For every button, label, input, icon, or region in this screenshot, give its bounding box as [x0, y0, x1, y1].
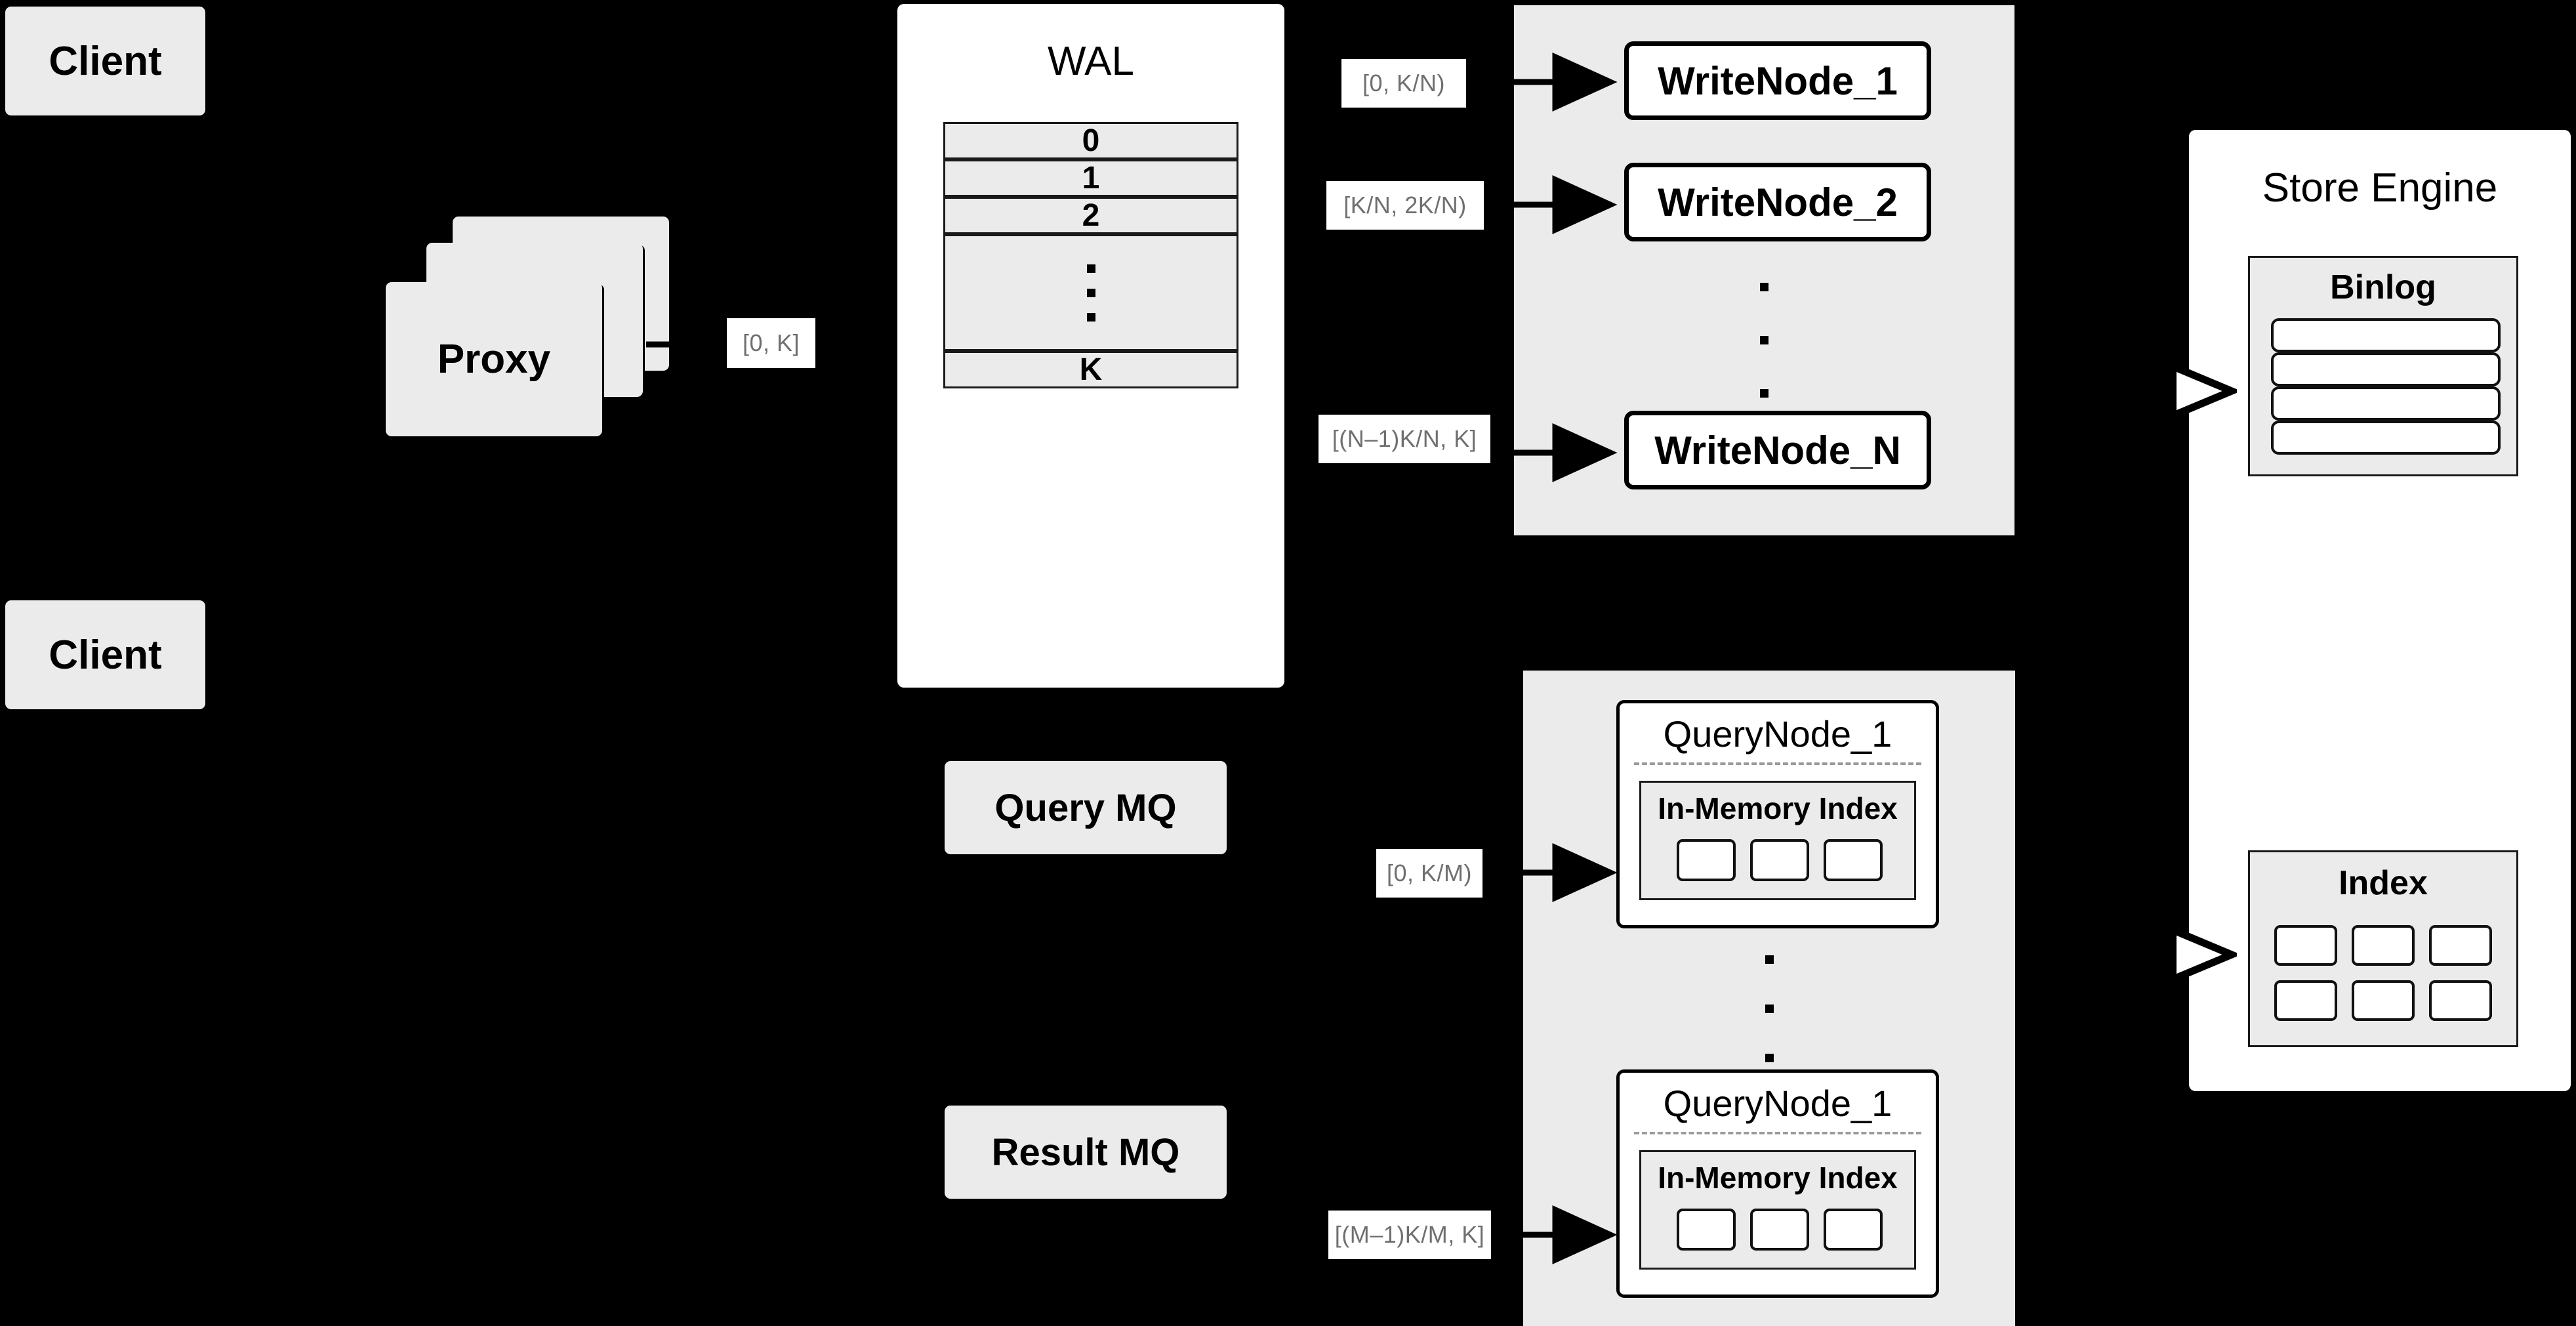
index-segments — [1658, 839, 1901, 881]
ellipsis-dot — [1086, 288, 1095, 297]
wal-row: K — [943, 351, 1238, 388]
proxy-output-range-label: [0, K] — [727, 318, 815, 368]
ellipsis-dot — [1765, 1053, 1774, 1062]
query-node-divider — [1634, 1132, 1921, 1134]
binlog-bar[interactable] — [2271, 318, 2501, 352]
write-node-1[interactable]: WriteNode_1 — [1624, 41, 1931, 120]
binlog-bar[interactable] — [2271, 352, 2501, 386]
wal-ellipsis-dots — [945, 236, 1237, 349]
binlog-bar[interactable] — [2271, 386, 2501, 421]
store-engine-panel: Store Engine Binlog Index — [2189, 130, 2571, 1091]
write-node-label: WriteNode_1 — [1658, 58, 1898, 103]
write-node-2[interactable]: WriteNode_2 — [1624, 163, 1931, 241]
ellipsis-dot — [1765, 1004, 1774, 1013]
in-memory-index-title: In-Memory Index — [1658, 791, 1898, 825]
index-segment[interactable] — [1750, 1209, 1809, 1251]
index-cell[interactable] — [2352, 980, 2415, 1021]
wal-row: 0 — [943, 122, 1238, 159]
index-cell[interactable] — [2352, 925, 2415, 966]
index-cell[interactable] — [2274, 925, 2337, 966]
proxy-box[interactable]: Proxy — [386, 282, 602, 436]
index-segment[interactable] — [1824, 1209, 1883, 1251]
in-memory-index-box: In-Memory Index — [1639, 781, 1916, 900]
index-cell[interactable] — [2429, 925, 2492, 966]
index-cell-grid — [2274, 917, 2493, 1029]
index-segment[interactable] — [1677, 839, 1736, 881]
query-node-divider — [1634, 762, 1921, 765]
ellipsis-dot — [1086, 312, 1095, 321]
in-memory-index-title: In-Memory Index — [1658, 1161, 1898, 1195]
writenode-range-label-n: [(N–1)K/N, K] — [1319, 415, 1490, 463]
index-cell[interactable] — [2274, 980, 2337, 1021]
querynode-range-label-m: [(M–1)K/M, K] — [1328, 1211, 1491, 1259]
ellipsis-dot — [1760, 335, 1768, 344]
client-box-1[interactable]: Client — [5, 7, 205, 115]
query-node-1[interactable]: QueryNode_1 In-Memory Index — [1616, 700, 1939, 928]
wal-title: WAL — [1047, 38, 1135, 84]
binlog-bar[interactable] — [2271, 421, 2501, 455]
in-memory-index-box: In-Memory Index — [1639, 1150, 1916, 1270]
ellipsis-dot — [1760, 388, 1768, 398]
write-node-n[interactable]: WriteNode_N — [1624, 411, 1931, 489]
client-label: Client — [49, 632, 162, 678]
ellipsis-dot — [1086, 264, 1095, 273]
index-title: Index — [2339, 864, 2428, 902]
index-segment[interactable] — [1677, 1209, 1736, 1251]
wal-row: 2 — [943, 197, 1238, 234]
index-box: Index — [2248, 850, 2518, 1047]
query-node-title: QueryNode_1 — [1663, 713, 1892, 755]
write-node-ellipsis — [1514, 274, 2014, 405]
write-node-label: WriteNode_2 — [1658, 180, 1898, 224]
wal-row-ellipsis — [943, 234, 1238, 351]
ellipsis-dot — [1760, 282, 1768, 291]
write-node-label: WriteNode_N — [1654, 428, 1901, 472]
writenode-range-label-2: [K/N, 2K/N) — [1326, 181, 1484, 230]
binlog-box: Binlog — [2248, 256, 2518, 476]
ellipsis-dot — [1765, 955, 1774, 964]
result-mq-box[interactable]: Result MQ — [945, 1106, 1227, 1199]
wal-panel: WAL 0 1 2 K — [897, 4, 1284, 688]
client-box-2[interactable]: Client — [5, 600, 205, 709]
client-label: Client — [49, 38, 162, 84]
query-node-ellipsis — [1523, 946, 2015, 1071]
writenode-range-label-1: [0, K/N) — [1341, 59, 1466, 108]
binlog-title: Binlog — [2330, 268, 2436, 306]
index-segment[interactable] — [1824, 839, 1883, 881]
result-mq-label: Result MQ — [991, 1130, 1180, 1174]
querynode-range-label-1: [0, K/M) — [1376, 849, 1482, 898]
index-segments — [1658, 1209, 1901, 1251]
binlog-bars — [2271, 318, 2501, 455]
query-node-m[interactable]: QueryNode_1 In-Memory Index — [1616, 1069, 1939, 1298]
write-node-group-panel: WriteNode_1 WriteNode_2 WriteNode_N — [1514, 5, 2014, 535]
index-segment[interactable] — [1750, 839, 1809, 881]
store-engine-title: Store Engine — [2262, 165, 2498, 211]
query-node-group-panel: QueryNode_1 In-Memory Index — [1523, 671, 2015, 1326]
proxy-label: Proxy — [437, 337, 551, 382]
query-node-title: QueryNode_1 — [1663, 1082, 1892, 1124]
index-cell[interactable] — [2429, 980, 2492, 1021]
query-mq-box[interactable]: Query MQ — [945, 761, 1227, 854]
wal-row: 1 — [943, 159, 1238, 197]
query-mq-label: Query MQ — [994, 786, 1177, 829]
